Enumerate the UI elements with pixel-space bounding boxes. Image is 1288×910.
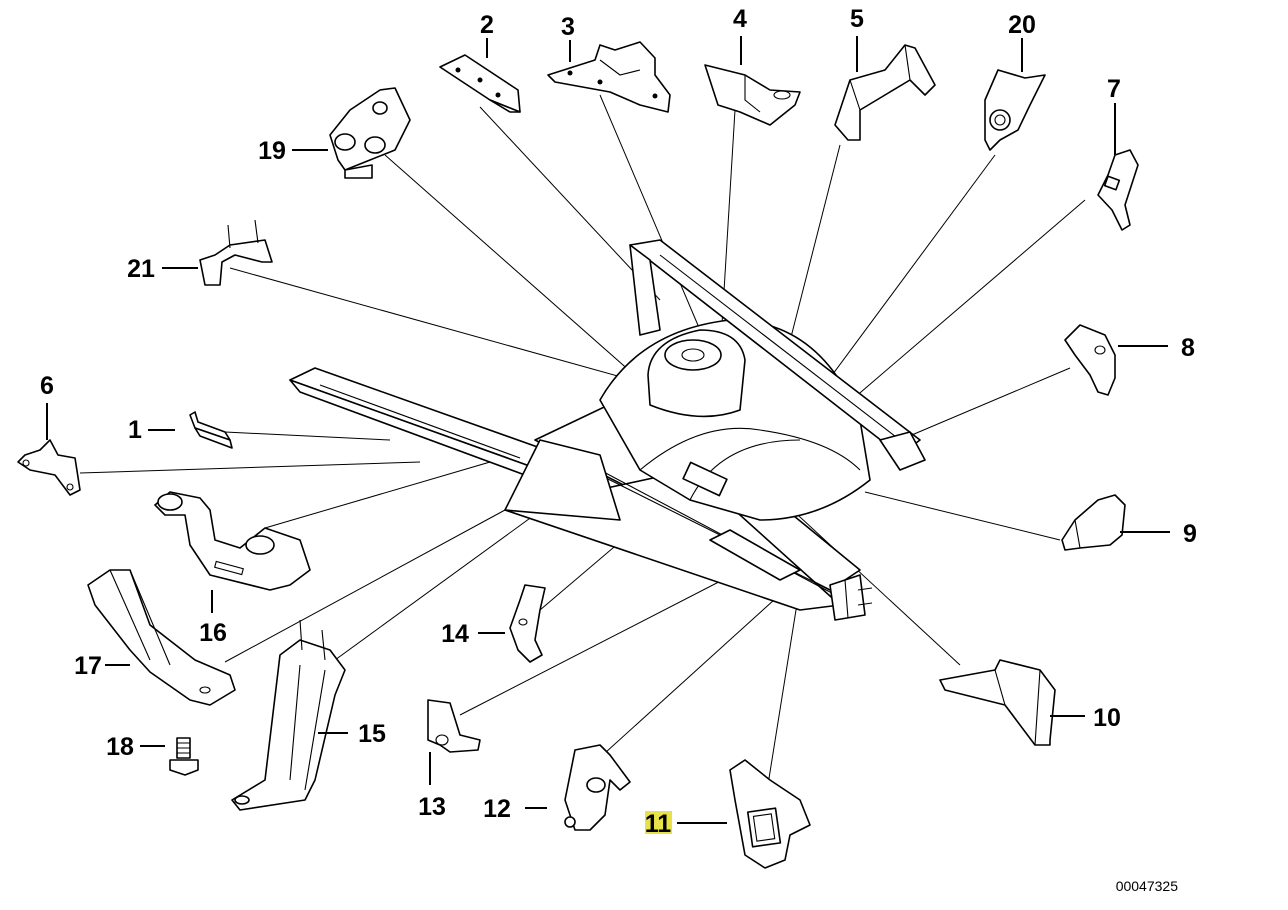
part-18-bolt [169,737,199,776]
part-7-bracket [1097,149,1139,231]
callout-8[interactable]: 8 [1181,334,1195,362]
part-13-bracket [427,699,481,753]
callout-9[interactable]: 9 [1183,520,1197,548]
part-16-bracket [154,491,311,591]
callout-5[interactable]: 5 [850,5,864,33]
diagram-reference-number: 00047325 [1116,878,1179,894]
part-12-bracket [564,744,631,831]
part-20-bracket [984,69,1046,151]
callout-18[interactable]: 18 [106,733,134,761]
callout-3[interactable]: 3 [561,13,575,41]
part-9-bracket [1061,494,1126,551]
part-3-bracket [547,41,671,113]
callout-numbers: 2 3 4 5 20 7 8 9 10 11 12 13 14 15 16 17… [40,5,1197,838]
callout-14[interactable]: 14 [441,620,469,648]
part-8-bracket [1064,324,1116,396]
callout-16[interactable]: 16 [199,619,227,647]
part-6-bracket [17,439,81,496]
callout-6[interactable]: 6 [40,372,54,400]
part-1-bracket [189,411,233,449]
part-11-bracket [729,759,811,869]
callout-13[interactable]: 13 [418,793,446,821]
callout-19[interactable]: 19 [258,137,286,165]
part-5-bracket [834,44,936,141]
callout-15[interactable]: 15 [358,720,386,748]
callout-20[interactable]: 20 [1008,11,1036,39]
callout-4[interactable]: 4 [733,5,747,33]
callout-21[interactable]: 21 [127,255,155,283]
callout-2[interactable]: 2 [480,11,494,39]
callout-11-highlight [645,811,672,834]
callout-7[interactable]: 7 [1107,75,1121,103]
part-10-bracket [939,659,1056,746]
callout-12[interactable]: 12 [483,795,511,823]
part-2-plate [439,54,521,113]
part-4-bracket [704,64,801,126]
callout-lines [46,36,1170,824]
main-frame-assembly [289,239,926,621]
part-21-bracket [199,219,273,286]
callout-10[interactable]: 10 [1093,704,1121,732]
callout-11[interactable]: 11 [645,810,672,838]
callout-17[interactable]: 17 [74,652,102,680]
part-14-bracket [509,584,546,663]
part-17-bracket [87,569,236,706]
part-15-strut [231,619,346,811]
callout-1[interactable]: 1 [128,416,142,444]
part-19-bracket [329,87,411,179]
